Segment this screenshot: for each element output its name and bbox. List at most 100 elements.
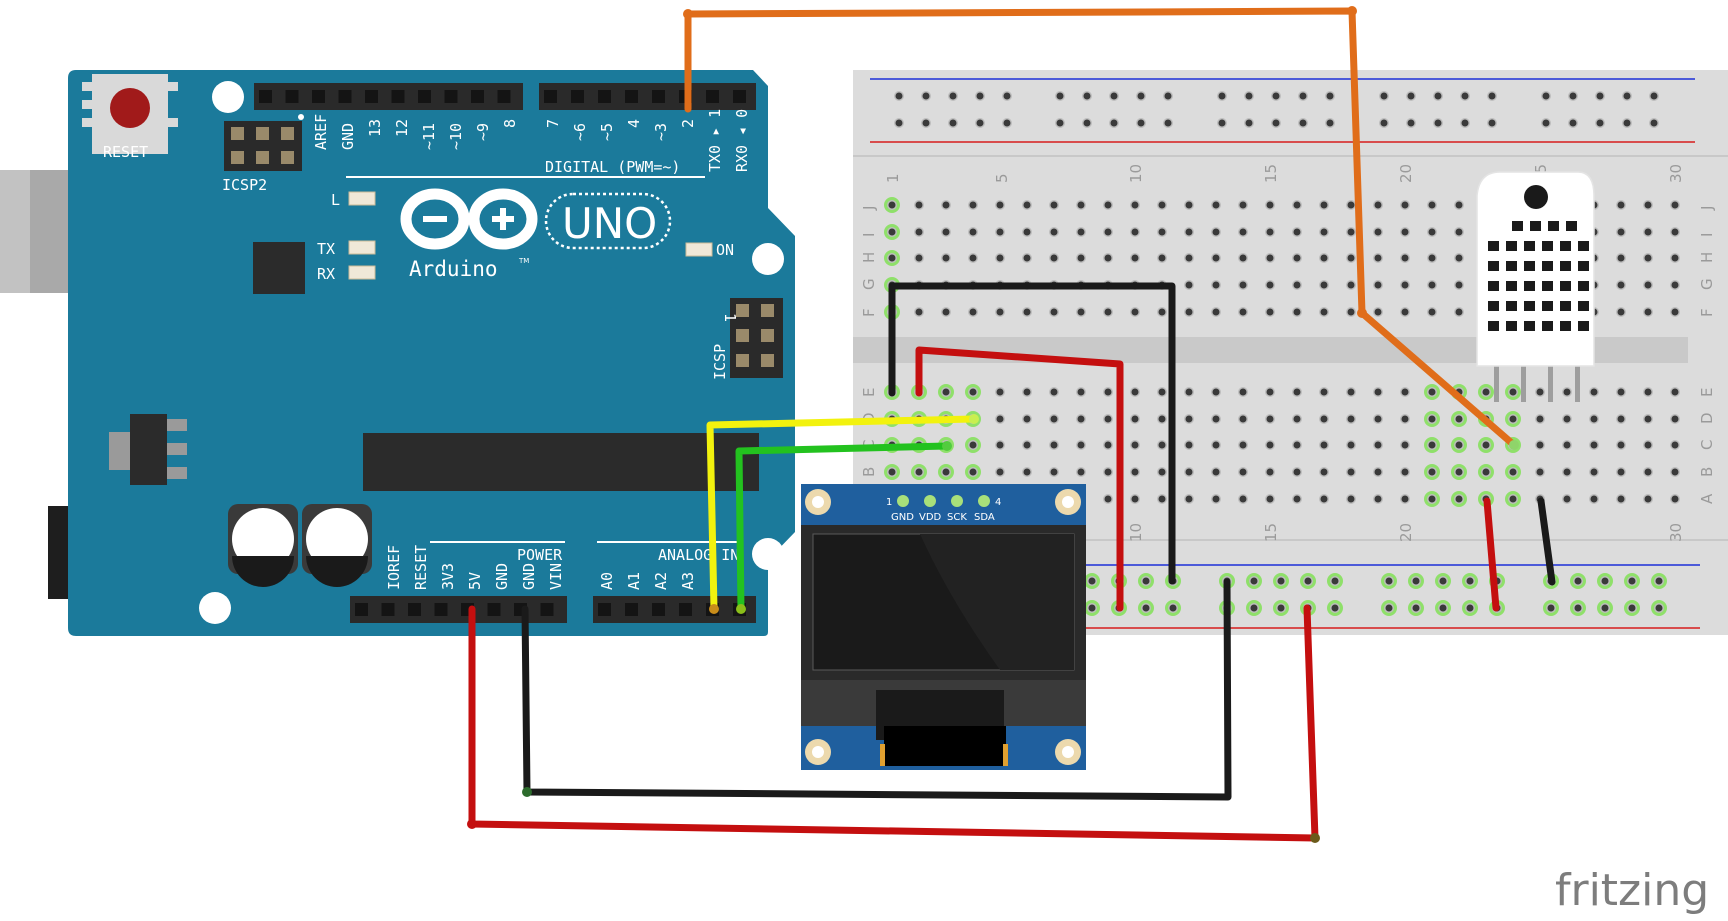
power-rail-hole[interactable] (1408, 573, 1424, 589)
breadboard-hole[interactable] (1451, 464, 1467, 480)
breadboard-hole[interactable] (1049, 387, 1059, 397)
breadboard-hole[interactable] (1346, 467, 1356, 477)
breadboard-hole[interactable] (1184, 200, 1194, 210)
power-rail-hole[interactable] (1055, 91, 1065, 101)
breadboard-hole[interactable] (1424, 437, 1440, 453)
power-rail-hole[interactable] (1541, 91, 1551, 101)
breadboard-hole[interactable] (1130, 227, 1140, 237)
header-pin[interactable] (259, 90, 272, 103)
breadboard-hole[interactable] (1616, 387, 1626, 397)
breadboard-hole[interactable] (1562, 467, 1572, 477)
breadboard-hole[interactable] (1373, 227, 1383, 237)
power-rail-hole[interactable] (921, 118, 931, 128)
breadboard-hole[interactable] (1211, 280, 1221, 290)
breadboard-hole[interactable] (1211, 387, 1221, 397)
breadboard-hole[interactable] (1616, 307, 1626, 317)
breadboard-hole[interactable] (1319, 307, 1329, 317)
power-rail-hole[interactable] (1649, 118, 1659, 128)
breadboard-hole[interactable] (1400, 280, 1410, 290)
power-rail-hole[interactable] (894, 91, 904, 101)
power-rail-hole[interactable] (1298, 118, 1308, 128)
breadboard-hole[interactable] (995, 467, 1005, 477)
breadboard-hole[interactable] (1400, 200, 1410, 210)
breadboard-hole[interactable] (1400, 307, 1410, 317)
breadboard-hole[interactable] (1346, 494, 1356, 504)
power-rail-hole[interactable] (1163, 91, 1173, 101)
power-rail-hole[interactable] (1379, 91, 1389, 101)
breadboard-hole[interactable] (1373, 494, 1383, 504)
power-rail-hole[interactable] (1597, 600, 1613, 616)
breadboard-hole[interactable] (1265, 227, 1275, 237)
breadboard-hole[interactable] (1616, 227, 1626, 237)
breadboard-hole[interactable] (1319, 280, 1329, 290)
breadboard-hole[interactable] (1454, 307, 1464, 317)
breadboard-hole[interactable] (1265, 307, 1275, 317)
breadboard-hole[interactable] (965, 437, 981, 453)
power-rail-hole[interactable] (1381, 573, 1397, 589)
breadboard-hole[interactable] (1022, 200, 1032, 210)
breadboard-hole[interactable] (1346, 253, 1356, 263)
breadboard-hole[interactable] (1643, 200, 1653, 210)
breadboard-hole[interactable] (968, 307, 978, 317)
power-rail-hole[interactable] (1246, 600, 1262, 616)
header-pin[interactable] (391, 90, 405, 103)
header-pin[interactable] (652, 603, 665, 616)
breadboard-hole[interactable] (1049, 227, 1059, 237)
breadboard-hole[interactable] (1319, 387, 1329, 397)
header-pin[interactable] (706, 90, 719, 103)
breadboard-hole[interactable] (1265, 280, 1275, 290)
breadboard-hole[interactable] (1454, 253, 1464, 263)
breadboard-hole[interactable] (1049, 307, 1059, 317)
breadboard-hole[interactable] (1103, 227, 1113, 237)
breadboard-hole[interactable] (1157, 494, 1167, 504)
breadboard-hole[interactable] (1157, 440, 1167, 450)
breadboard-hole[interactable] (1451, 411, 1467, 427)
breadboard-hole[interactable] (1022, 467, 1032, 477)
breadboard-hole[interactable] (1535, 467, 1545, 477)
breadboard-hole[interactable] (1670, 307, 1680, 317)
breadboard-hole[interactable] (1103, 440, 1113, 450)
breadboard-hole[interactable] (914, 200, 924, 210)
breadboard-hole[interactable] (1211, 227, 1221, 237)
breadboard-hole[interactable] (1103, 387, 1113, 397)
breadboard-hole[interactable] (1292, 467, 1302, 477)
breadboard-hole[interactable] (1238, 467, 1248, 477)
oled-pin-sda[interactable] (978, 495, 990, 507)
icsp-pin[interactable] (736, 304, 749, 317)
power-rail-hole[interactable] (1109, 91, 1119, 101)
breadboard-hole[interactable] (1427, 227, 1437, 237)
power-rail-hole[interactable] (1327, 600, 1343, 616)
breadboard-hole[interactable] (1184, 494, 1194, 504)
breadboard-hole[interactable] (1076, 440, 1086, 450)
power-rail-hole[interactable] (1570, 600, 1586, 616)
breadboard-hole[interactable] (1130, 467, 1140, 477)
breadboard-hole[interactable] (1049, 467, 1059, 477)
breadboard-hole[interactable] (1373, 414, 1383, 424)
breadboard-hole[interactable] (995, 200, 1005, 210)
power-rail-hole[interactable] (1435, 600, 1451, 616)
power-rail-hole[interactable] (1273, 573, 1289, 589)
breadboard-hole[interactable] (1589, 387, 1599, 397)
breadboard-hole[interactable] (1505, 384, 1521, 400)
header-pin[interactable] (598, 603, 611, 616)
breadboard-hole[interactable] (1616, 414, 1626, 424)
breadboard-hole[interactable] (1451, 437, 1467, 453)
breadboard-hole[interactable] (1346, 414, 1356, 424)
breadboard-hole[interactable] (1238, 200, 1248, 210)
power-rail-hole[interactable] (1084, 600, 1100, 616)
breadboard-hole[interactable] (1424, 411, 1440, 427)
power-rail-hole[interactable] (1298, 91, 1308, 101)
breadboard-hole[interactable] (884, 464, 900, 480)
power-rail-hole[interactable] (1300, 573, 1316, 589)
breadboard-hole[interactable] (1670, 494, 1680, 504)
breadboard-hole[interactable] (1130, 387, 1140, 397)
breadboard-hole[interactable] (1157, 307, 1167, 317)
breadboard-hole[interactable] (1643, 307, 1653, 317)
wire-black-sensor-gnd[interactable] (1537, 497, 1556, 586)
breadboard-hole[interactable] (1373, 280, 1383, 290)
breadboard-hole[interactable] (1238, 280, 1248, 290)
power-rail-hole[interactable] (1271, 91, 1281, 101)
wire-red-sensor-vcc[interactable] (1483, 497, 1500, 612)
power-rail-hole[interactable] (1597, 573, 1613, 589)
breadboard-hole[interactable] (1670, 440, 1680, 450)
